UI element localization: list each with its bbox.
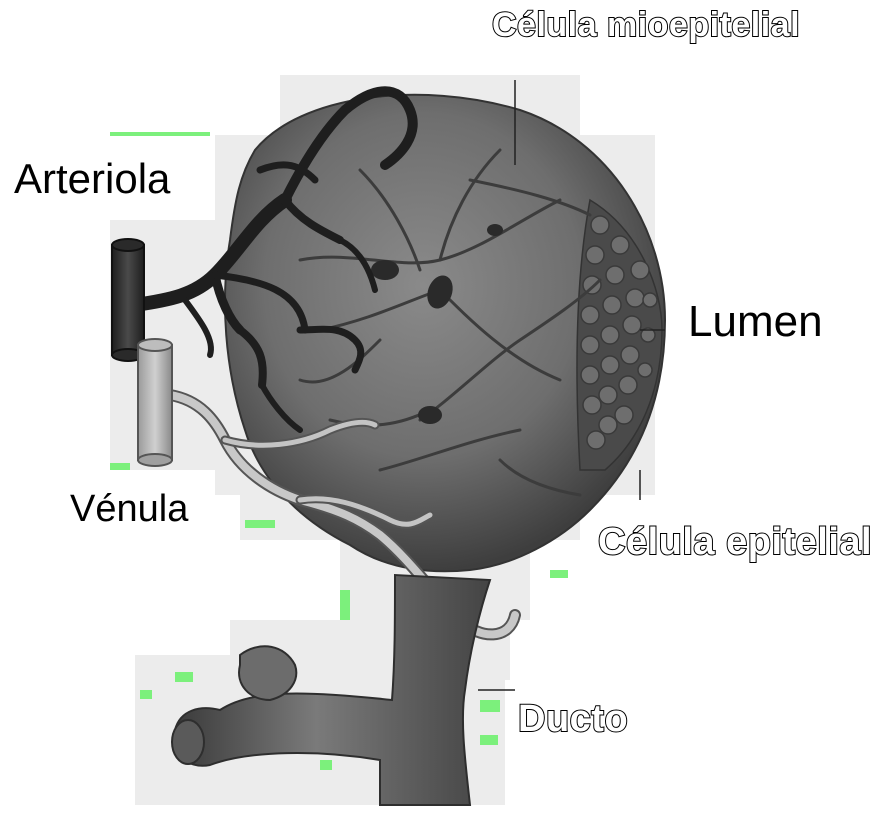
label-celula-epitelial: Célula epitelial bbox=[598, 523, 872, 561]
label-arteriola: Arteriola bbox=[14, 158, 170, 200]
label-celula-mioepitelial: Célula mioepitelial bbox=[492, 8, 800, 42]
label-lumen: Lumen bbox=[688, 300, 823, 344]
label-ducto: Ducto bbox=[518, 700, 628, 738]
label-venula: Vénula bbox=[70, 490, 188, 528]
venule-trunk bbox=[138, 339, 172, 466]
